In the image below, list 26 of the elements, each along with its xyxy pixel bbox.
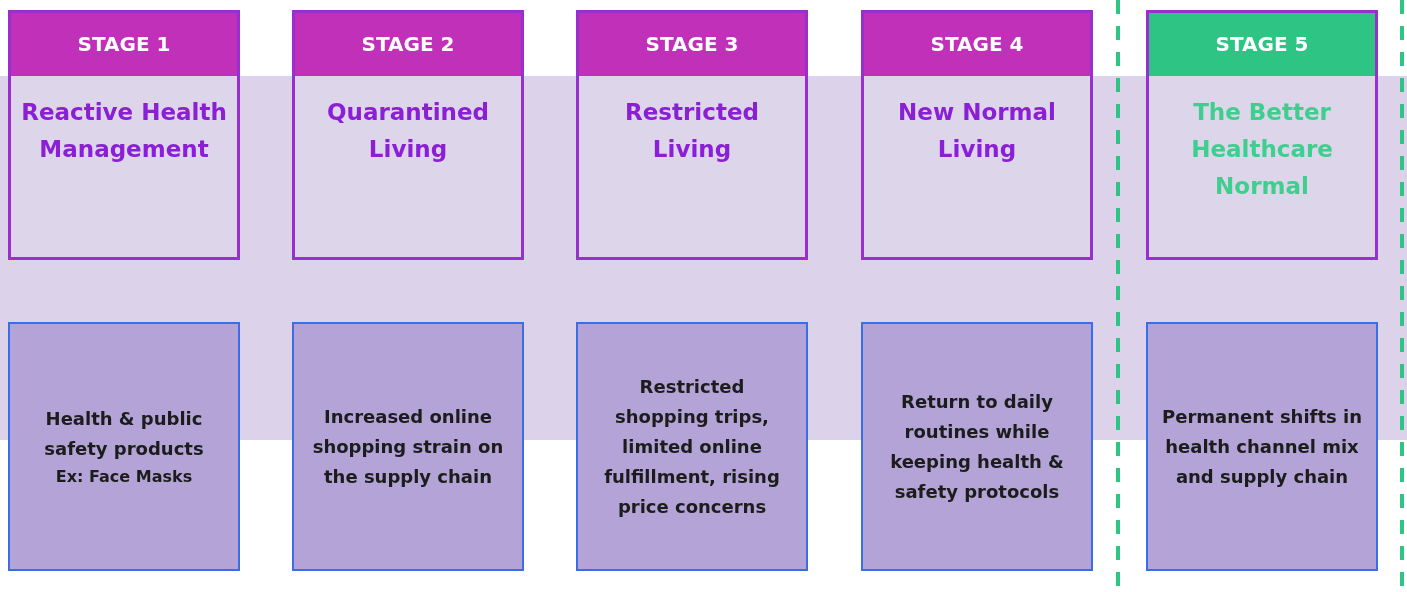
stage-card xyxy=(1146,10,1378,260)
stage-title: The Better Healthcare Normal xyxy=(1190,98,1334,201)
description-box xyxy=(1146,322,1378,571)
stage-title: Quarantined Living xyxy=(326,98,490,164)
description-box xyxy=(576,322,808,571)
description-box xyxy=(292,322,524,571)
stage-title: Reactive Health Management xyxy=(20,98,228,164)
description-text: Restricted shopping trips, limited online fulfillment, rising price concerns xyxy=(603,374,781,519)
stage-header: STAGE 5 xyxy=(1149,13,1375,76)
stage-title: Restricted Living xyxy=(624,98,760,164)
stage-card xyxy=(8,10,240,260)
description-text: Permanent shifts in health channel mix and supply chain xyxy=(1162,404,1362,489)
description-box xyxy=(861,322,1093,571)
stage-card xyxy=(861,10,1093,260)
stage-title: New Normal Living xyxy=(897,98,1057,164)
stage-header: STAGE 2 xyxy=(295,13,521,76)
stage-header: STAGE 3 xyxy=(579,13,805,76)
description-text: Return to daily routines while keeping health & safety protocols xyxy=(889,389,1065,504)
description-text: Health & public safety products xyxy=(43,406,205,461)
stage-header: STAGE 4 xyxy=(864,13,1090,76)
stage-card xyxy=(576,10,808,260)
description-text: Increased online shopping strain on the supply chain xyxy=(311,404,505,489)
description-box xyxy=(8,322,240,571)
example-text: Ex: Face Masks xyxy=(55,465,193,488)
stage-card xyxy=(292,10,524,260)
stage-header: STAGE 1 xyxy=(11,13,237,76)
